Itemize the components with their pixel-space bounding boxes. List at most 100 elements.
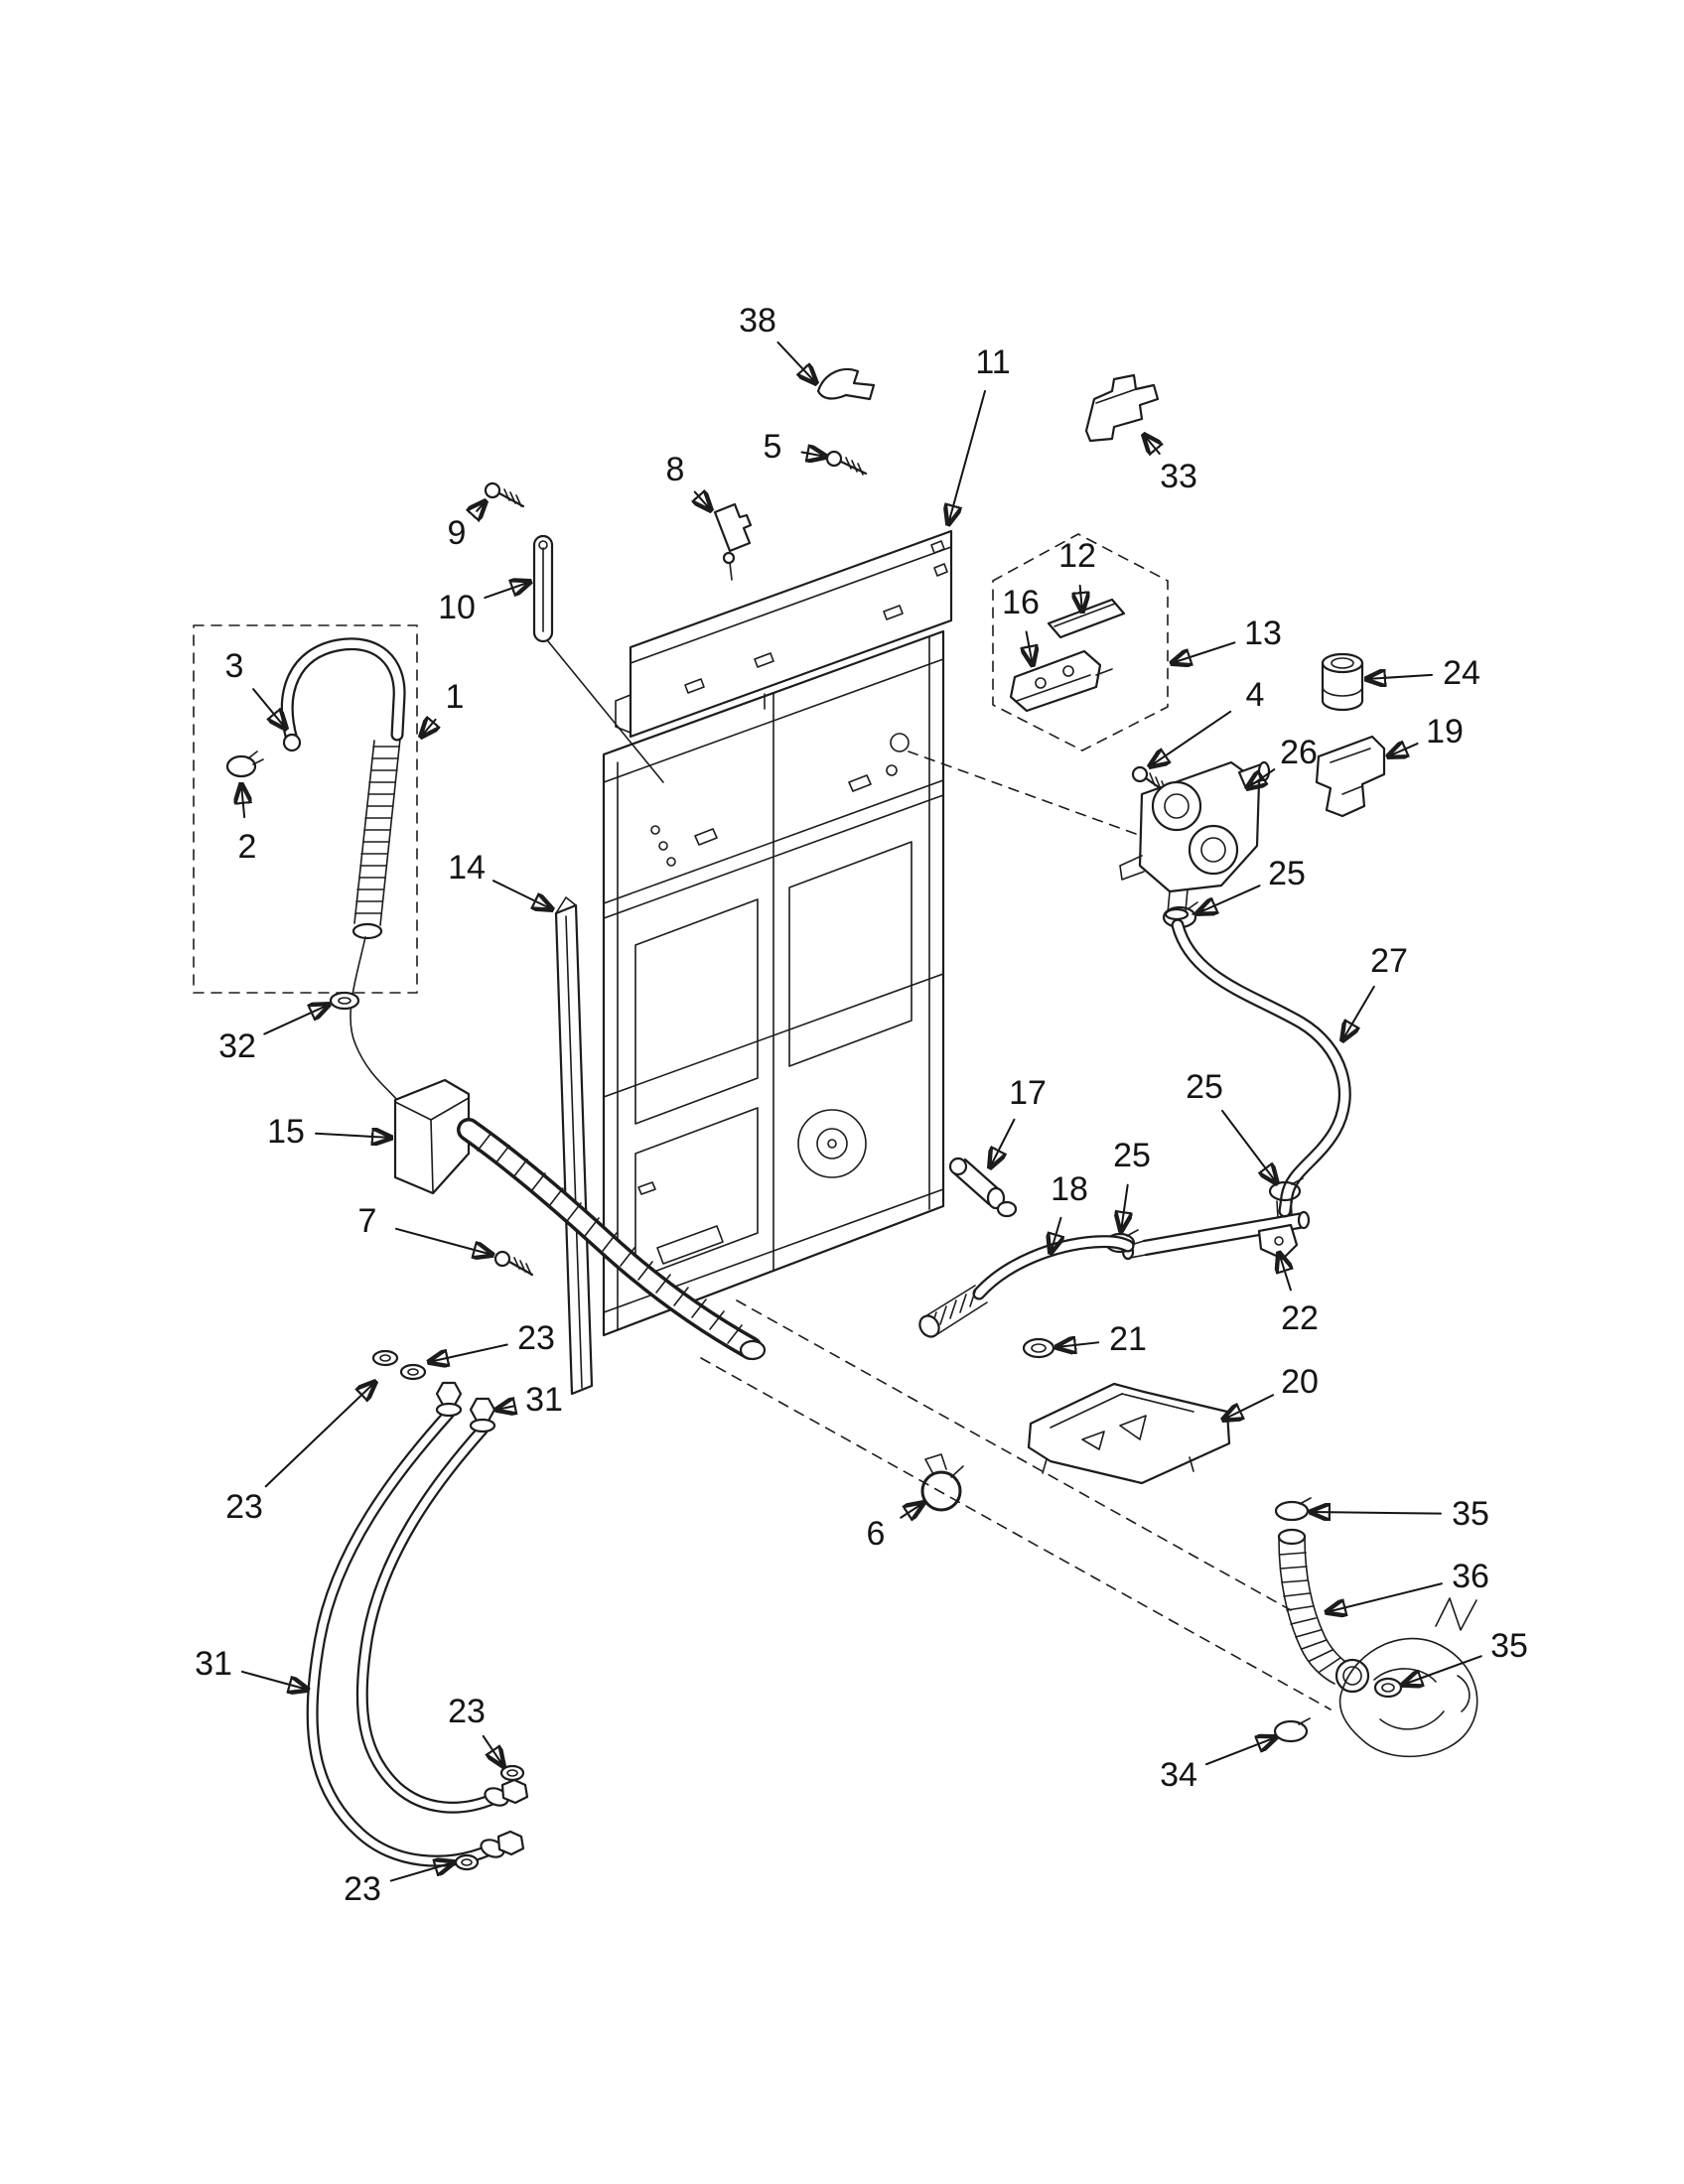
callout-leader-13	[1172, 641, 1236, 663]
washer-23-hose-end-lower	[454, 1853, 480, 1871]
part-label-20: 20	[1281, 1363, 1319, 1401]
part-label-23: 23	[517, 1319, 555, 1357]
screw-9	[484, 481, 525, 508]
fill-funnel-15	[393, 1078, 471, 1195]
part-label-25: 25	[1186, 1068, 1223, 1106]
callout-leader-7	[394, 1227, 492, 1255]
callout-leader-24	[1366, 675, 1434, 679]
bracket-19	[1315, 735, 1386, 818]
tube-17	[948, 1157, 1018, 1218]
callout-leader-1	[421, 720, 436, 737]
part-label-27: 27	[1370, 942, 1408, 980]
part-label-11: 11	[975, 343, 1010, 381]
water-inlet-valve-26	[908, 751, 1271, 921]
callout-leader-4	[1150, 710, 1232, 766]
callout-leader-2	[241, 784, 244, 819]
part-label-10: 10	[438, 589, 476, 626]
rear-panel	[602, 629, 945, 1337]
part-label-23: 23	[448, 1693, 486, 1730]
part-label-38: 38	[739, 302, 776, 340]
callout-leader-34	[1204, 1737, 1276, 1766]
trim-strip-14	[554, 896, 594, 1396]
callout-leader-5	[800, 452, 826, 457]
part-label-25: 25	[1113, 1137, 1151, 1174]
callout-leader-36	[1327, 1582, 1443, 1612]
callout-leader-15	[314, 1134, 391, 1138]
callout-leader-31	[496, 1406, 515, 1410]
hose-clamp-34	[1273, 1717, 1311, 1743]
part-label-12: 12	[1058, 537, 1096, 575]
pump-reference-sketch	[1338, 1597, 1478, 1758]
inlet-hose-3	[280, 637, 406, 940]
hose-18	[918, 1235, 1135, 1338]
part-label-22: 22	[1281, 1299, 1319, 1337]
part-label-24: 24	[1443, 654, 1480, 692]
corrugated-fill-hose	[457, 1118, 767, 1361]
panel-dome-knockout	[797, 1109, 867, 1178]
callout-leader-38	[776, 341, 816, 383]
part-label-35: 35	[1452, 1495, 1489, 1533]
callout-leader-23	[264, 1382, 375, 1488]
part-label-7: 7	[358, 1202, 377, 1240]
part-label-15: 15	[267, 1113, 305, 1151]
part-label-23: 23	[225, 1488, 263, 1526]
callout-leader-26	[1247, 768, 1276, 788]
callout-layer: 3811335891012161342419263122514273225151…	[195, 302, 1528, 1908]
inlet-hose-assembly-box	[193, 624, 418, 994]
callout-leader-23	[389, 1862, 454, 1882]
callout-leader-6	[900, 1503, 923, 1518]
part-label-3: 3	[225, 647, 244, 685]
part-label-26: 26	[1280, 734, 1318, 771]
part-label-4: 4	[1246, 676, 1265, 714]
bracket-20	[1027, 1382, 1231, 1485]
callout-leader-23	[482, 1734, 503, 1766]
part-label-36: 36	[1452, 1558, 1489, 1595]
callout-leader-23	[429, 1343, 508, 1362]
assembly-dashed-lines	[700, 1299, 1332, 1710]
callout-leader-19	[1388, 744, 1419, 756]
console-bracket-panel	[615, 529, 953, 739]
hose-27	[1171, 918, 1351, 1218]
clip-33	[1084, 373, 1160, 443]
part-label-23: 23	[344, 1870, 381, 1908]
part-label-25: 25	[1268, 855, 1306, 892]
screw-7	[493, 1250, 534, 1277]
washer-23-hose-end-upper	[499, 1764, 525, 1782]
callout-leader-25	[1197, 885, 1261, 913]
callout-leader-9	[477, 501, 486, 511]
hose-clamp-25-upper	[1268, 1177, 1304, 1202]
part-label-18: 18	[1051, 1170, 1088, 1208]
callout-leader-31	[240, 1670, 308, 1690]
part-label-31: 31	[195, 1645, 232, 1683]
cap-24	[1321, 652, 1364, 712]
supply-hose-31-outer	[306, 1381, 525, 1867]
part-label-34: 34	[1160, 1756, 1197, 1794]
callout-leader-11	[948, 389, 987, 524]
callout-leader-3	[252, 688, 286, 729]
callout-leader-10	[484, 582, 530, 600]
callout-leader-14	[491, 880, 552, 909]
callout-leader-16	[1027, 630, 1033, 665]
callout-leader-35	[1403, 1655, 1482, 1685]
callout-leader-35	[1311, 1512, 1443, 1514]
part-label-17: 17	[1009, 1074, 1047, 1112]
part-label-16: 16	[1002, 584, 1040, 621]
washer-23-pair-top	[371, 1349, 427, 1381]
callout-leader-18	[1051, 1216, 1060, 1253]
bracket-8	[713, 502, 753, 581]
plate-12	[1047, 598, 1126, 639]
part-label-35: 35	[1490, 1627, 1528, 1665]
callout-leader-33	[1144, 435, 1160, 454]
detail-region-13	[992, 533, 1169, 751]
part-label-6: 6	[867, 1515, 886, 1553]
washer-35-bottom	[1373, 1677, 1403, 1699]
part-label-8: 8	[666, 451, 685, 488]
callout-leader-32	[263, 1005, 329, 1035]
callout-leader-25	[1221, 1109, 1277, 1183]
hose-clamp-6	[920, 1453, 964, 1512]
callout-leader-17	[990, 1118, 1016, 1167]
callout-leader-8	[695, 492, 711, 510]
callout-leader-21	[1056, 1342, 1100, 1347]
